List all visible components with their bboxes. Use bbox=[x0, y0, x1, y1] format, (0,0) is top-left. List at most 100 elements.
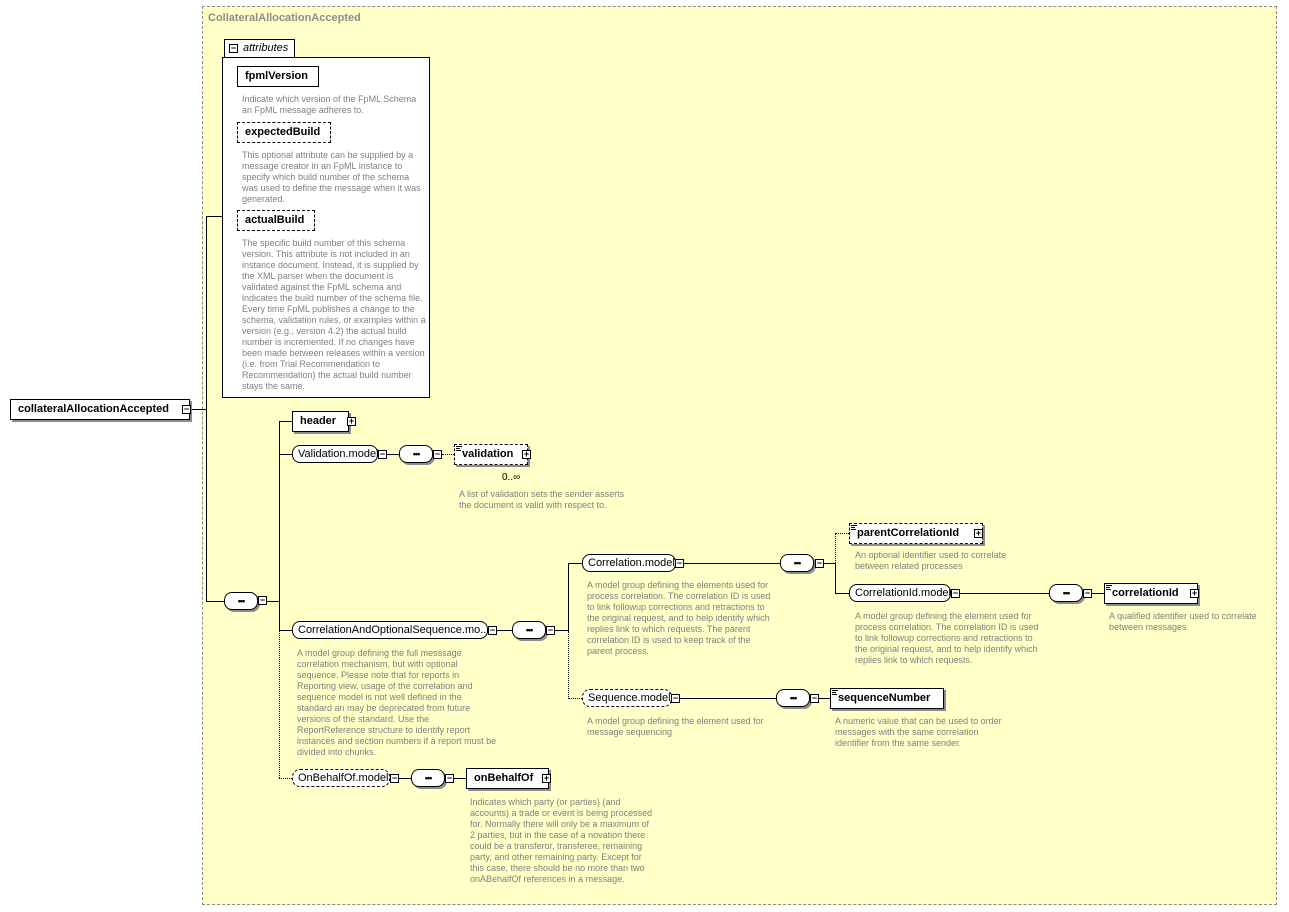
validation-description: A list of validation sets the sender ass… bbox=[459, 489, 625, 510]
sequence-compositor[interactable]: ••• bbox=[776, 689, 810, 707]
collapse-sequence-icon[interactable]: − bbox=[815, 558, 824, 568]
connector-line bbox=[555, 630, 568, 631]
collapse-sequence-icon[interactable]: − bbox=[433, 449, 442, 459]
expand-onbehalfof-icon[interactable]: + bbox=[542, 773, 551, 783]
collapse-correlation-sequence-icon[interactable]: − bbox=[488, 625, 497, 635]
connector-line-optional bbox=[279, 631, 280, 778]
cardinality-label: 0..∞ bbox=[502, 472, 521, 483]
attributes-tab-label: attributes bbox=[243, 42, 289, 54]
model-name: Validation.model bbox=[298, 448, 379, 460]
sequence-compositor[interactable]: ••• bbox=[512, 621, 546, 639]
collapse-sequence-model-icon[interactable]: − bbox=[671, 693, 680, 703]
onbehalfof-element[interactable]: onBehalfOf bbox=[466, 768, 549, 789]
root-element[interactable]: collateralAllocationAccepted bbox=[10, 399, 190, 420]
connector-line bbox=[684, 563, 780, 564]
sequence-compositor[interactable]: ••• bbox=[780, 554, 814, 572]
validation-model-group[interactable]: Validation.model bbox=[292, 445, 379, 463]
expand-header-icon[interactable]: + bbox=[347, 416, 356, 426]
sequence-compositor[interactable]: ••• bbox=[399, 445, 433, 463]
parent-correlation-id-element[interactable]: parentCorrelationId bbox=[849, 523, 983, 544]
correlation-id-description: A qualified identifier used to correlate… bbox=[1109, 611, 1257, 632]
header-element[interactable]: header bbox=[292, 411, 349, 432]
simple-content-icon bbox=[851, 525, 857, 530]
root-element-name: collateralAllocationAccepted bbox=[18, 403, 169, 415]
connector-line bbox=[267, 601, 279, 602]
correlation-sequence-model-group[interactable]: CorrelationAndOptionalSequence.mo... bbox=[292, 621, 490, 639]
expand-validation-icon[interactable]: + bbox=[522, 449, 531, 459]
connector-line-optional bbox=[568, 698, 582, 699]
correlation-model-group[interactable]: Correlation.model bbox=[582, 554, 676, 572]
type-title: CollateralAllocationAccepted bbox=[208, 12, 361, 24]
connector-line bbox=[568, 563, 569, 631]
collapse-sequence-icon[interactable]: − bbox=[445, 773, 454, 783]
attribute-expectedbuild[interactable]: expectedBuild bbox=[237, 122, 331, 143]
connector-line bbox=[819, 698, 830, 699]
attribute-actualbuild[interactable]: actualBuild bbox=[237, 210, 315, 231]
connector-line bbox=[279, 454, 292, 455]
connector-line bbox=[279, 421, 280, 631]
sequence-icon: ••• bbox=[237, 596, 246, 606]
parent-correlation-description: An optional identifier used to correlate… bbox=[855, 550, 1007, 571]
model-name: Sequence.model bbox=[588, 692, 671, 704]
connector-line-optional bbox=[568, 631, 569, 699]
attribute-description: This optional attribute can be supplied … bbox=[242, 150, 421, 204]
onbehalfof-model-group[interactable]: OnBehalfOf.model bbox=[292, 769, 390, 787]
simple-content-icon bbox=[832, 690, 838, 695]
sequence-compositor[interactable]: ••• bbox=[224, 592, 258, 610]
collapse-correlation-model-icon[interactable]: − bbox=[675, 558, 684, 568]
sequence-icon: ••• bbox=[1062, 588, 1071, 598]
correlation-sequence-description: A model group defining the full messsage… bbox=[297, 648, 497, 757]
sequence-icon: ••• bbox=[424, 773, 433, 783]
correlationid-model-group[interactable]: CorrelationId.model bbox=[849, 584, 951, 602]
sequence-number-description: A numeric value that can be used to orde… bbox=[835, 716, 1002, 748]
attribute-name: fpmlVersion bbox=[245, 70, 308, 82]
connector-line bbox=[680, 698, 776, 699]
sequence-number-element[interactable]: sequenceNumber bbox=[830, 688, 944, 709]
expand-parent-correlation-icon[interactable]: + bbox=[974, 528, 983, 538]
sequence-icon: ••• bbox=[793, 558, 802, 568]
correlation-id-element[interactable]: correlationId bbox=[1104, 583, 1198, 604]
collapse-sequence-icon[interactable]: − bbox=[1083, 588, 1092, 598]
collapse-correlationid-model-icon[interactable]: − bbox=[951, 588, 960, 598]
connector-line bbox=[192, 409, 206, 410]
connector-line-optional bbox=[279, 778, 292, 779]
collapse-root-icon[interactable]: − bbox=[182, 404, 191, 414]
collapse-onbehalfof-model-icon[interactable]: − bbox=[390, 773, 399, 783]
correlationid-model-description: A model group defining the element used … bbox=[855, 611, 1039, 665]
connector-line bbox=[279, 421, 292, 422]
element-name: validation bbox=[462, 448, 514, 460]
collapse-sequence-icon[interactable]: − bbox=[258, 595, 267, 605]
onbehalfof-description: Indicates which party (or parties) (and … bbox=[470, 797, 653, 884]
element-name: sequenceNumber bbox=[838, 692, 931, 704]
model-name: Correlation.model bbox=[588, 557, 675, 569]
sequence-icon: ••• bbox=[412, 449, 421, 459]
expand-correlation-id-icon[interactable]: + bbox=[1190, 588, 1199, 598]
connector-line bbox=[206, 216, 207, 602]
sequence-icon: ••• bbox=[525, 625, 534, 635]
connector-line bbox=[206, 216, 223, 217]
connector-line bbox=[824, 563, 835, 564]
connector-line bbox=[454, 778, 466, 779]
connector-line bbox=[399, 778, 411, 779]
connector-line bbox=[835, 563, 836, 594]
collapse-sequence-icon[interactable]: − bbox=[810, 693, 819, 703]
model-name: CorrelationAndOptionalSequence.mo... bbox=[298, 624, 490, 636]
collapse-attributes-icon[interactable]: − bbox=[229, 43, 238, 53]
header-name: header bbox=[300, 415, 337, 427]
collapse-validation-model-icon[interactable]: − bbox=[378, 449, 387, 459]
sequence-model-group[interactable]: Sequence.model bbox=[582, 689, 672, 707]
sequence-compositor[interactable]: ••• bbox=[411, 769, 445, 787]
attribute-fpmlversion[interactable]: fpmlVersion bbox=[237, 66, 319, 87]
sequence-compositor[interactable]: ••• bbox=[1049, 584, 1083, 602]
connector-line bbox=[206, 601, 224, 602]
simple-content-icon bbox=[456, 446, 462, 451]
connector-line-optional bbox=[835, 533, 836, 563]
connector-line bbox=[835, 593, 849, 594]
collapse-sequence-icon[interactable]: − bbox=[546, 625, 555, 635]
model-name: CorrelationId.model bbox=[855, 587, 951, 599]
element-name: parentCorrelationId bbox=[857, 527, 960, 539]
attributes-tab[interactable] bbox=[224, 39, 295, 58]
element-name: correlationId bbox=[1112, 587, 1179, 599]
validation-element[interactable]: validation bbox=[454, 444, 528, 465]
connector-line bbox=[387, 454, 399, 455]
